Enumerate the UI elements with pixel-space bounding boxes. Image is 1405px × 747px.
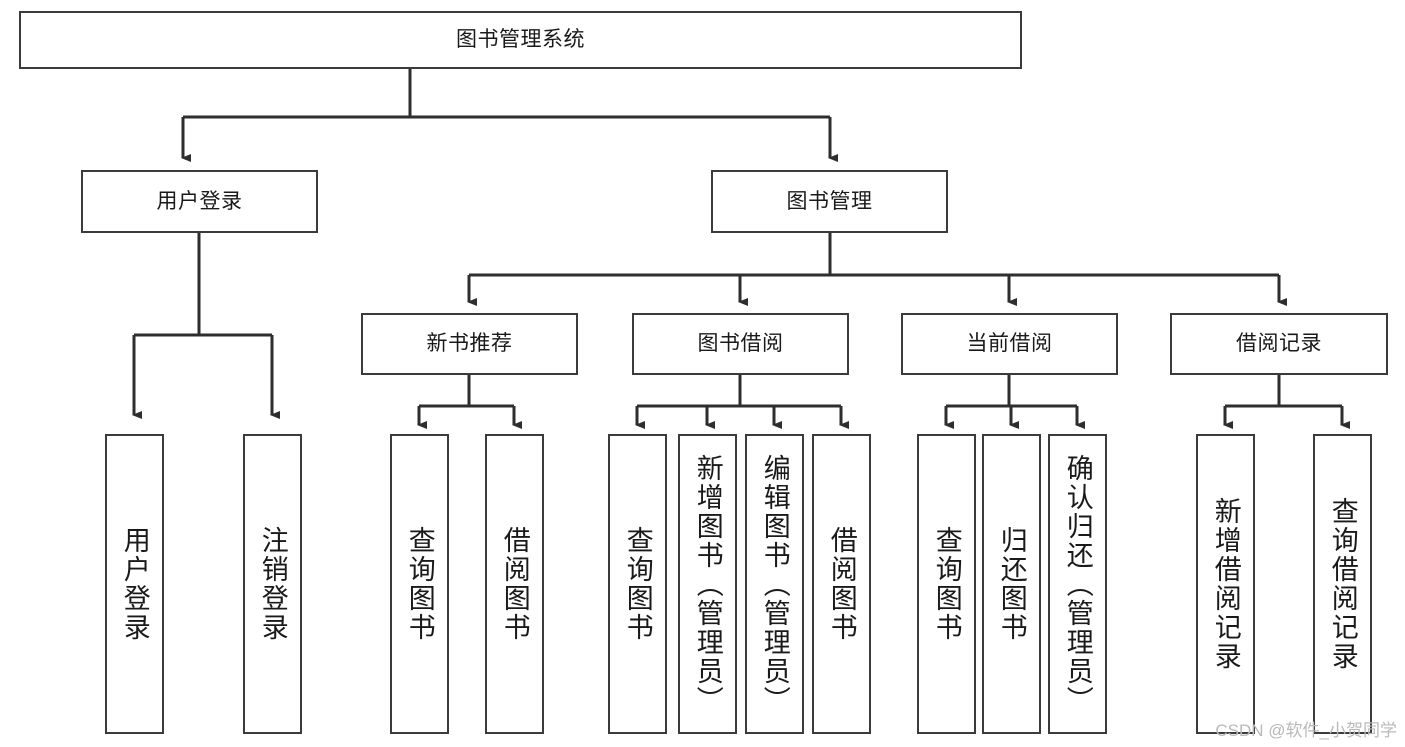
node-label: 用户登录 <box>156 189 243 213</box>
leaf-user-login[interactable]: 用户登录 <box>105 434 164 734</box>
node-current-borrow[interactable]: 当前借阅 <box>901 313 1118 375</box>
node-book-borrow[interactable]: 图书借阅 <box>632 313 849 375</box>
node-book-management[interactable]: 图书管理 <box>711 170 948 233</box>
node-label: 当前借阅 <box>966 332 1053 356</box>
watermark: CSDN @软件_小贺同学 <box>1215 721 1397 740</box>
leaf-query-borrow-record[interactable]: 查询借阅记录 <box>1313 434 1372 734</box>
node-label: 借阅记录 <box>1236 332 1322 356</box>
leaf-add-borrow-record[interactable]: 新增借阅记录 <box>1196 434 1255 734</box>
node-label: 查询借阅记录 <box>1327 497 1358 671</box>
leaf-query-book-borrow[interactable]: 查询图书 <box>608 434 667 734</box>
leaf-borrow-book-newbook[interactable]: 借阅图书 <box>485 434 544 734</box>
node-label: 用户登录 <box>119 526 150 642</box>
leaf-logout[interactable]: 注销登录 <box>243 434 302 734</box>
node-label: 查询图书 <box>622 526 653 642</box>
leaf-add-book-admin[interactable]: 新增图书（管理员） <box>678 434 737 734</box>
node-user-login[interactable]: 用户登录 <box>81 170 318 233</box>
leaf-return-book[interactable]: 归还图书 <box>982 434 1041 734</box>
node-label: 查询图书 <box>404 526 435 642</box>
node-label: 新书推荐 <box>426 332 513 356</box>
node-label: 归还图书 <box>996 526 1027 642</box>
node-borrow-record[interactable]: 借阅记录 <box>1170 313 1388 375</box>
node-label: 确认归还（管理员） <box>1062 453 1093 715</box>
node-new-book-recommend[interactable]: 新书推荐 <box>361 313 578 375</box>
leaf-confirm-return-admin[interactable]: 确认归还（管理员） <box>1048 434 1107 734</box>
node-label: 图书管理 <box>786 189 873 213</box>
node-label: 图书管理系统 <box>456 28 585 52</box>
leaf-query-book-newbook[interactable]: 查询图书 <box>390 434 449 734</box>
node-label: 图书借阅 <box>697 332 784 356</box>
node-label: 编辑图书（管理员） <box>759 453 790 715</box>
node-label: 新增图书（管理员） <box>692 453 723 715</box>
leaf-edit-book-admin[interactable]: 编辑图书（管理员） <box>745 434 804 734</box>
node-label: 注销登录 <box>257 526 288 642</box>
node-label: 查询图书 <box>931 526 962 642</box>
node-label: 新增借阅记录 <box>1210 497 1241 671</box>
node-root-system[interactable]: 图书管理系统 <box>19 11 1022 69</box>
node-label: 借阅图书 <box>499 526 530 642</box>
leaf-borrow-book[interactable]: 借阅图书 <box>812 434 871 734</box>
leaf-query-book-current[interactable]: 查询图书 <box>917 434 976 734</box>
node-label: 借阅图书 <box>826 526 857 642</box>
